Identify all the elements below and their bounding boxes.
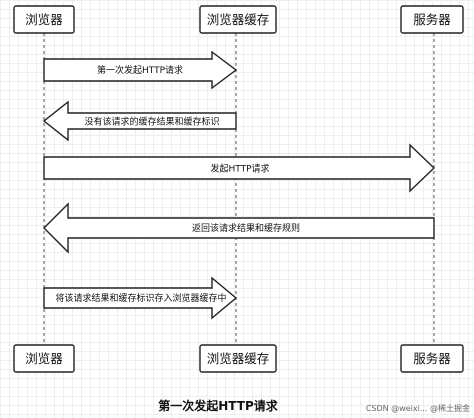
message-2-label: 没有该请求的缓存结果和缓存标识 bbox=[84, 116, 219, 128]
participant-server-bottom-box bbox=[400, 344, 464, 373]
participant-cache-bottom-label: 浏览器缓存 bbox=[207, 351, 270, 366]
participant-browser-top-box bbox=[13, 5, 75, 34]
participant-cache-top-label: 浏览器缓存 bbox=[207, 12, 270, 27]
message-3-label: 发起HTTP请求 bbox=[210, 163, 269, 175]
participant-server-bottom-label: 服务器 bbox=[413, 351, 451, 366]
message-4-arrow bbox=[43, 202, 435, 254]
participant-cache-top-box bbox=[199, 5, 277, 34]
participant-cache-bottom-box bbox=[199, 344, 277, 373]
message-1-arrow bbox=[43, 50, 238, 90]
participant-browser-bottom-box bbox=[13, 344, 75, 373]
message-5-arrow bbox=[43, 276, 238, 320]
message-1-label: 第一次发起HTTP请求 bbox=[97, 64, 183, 76]
participant-browser-top-label: 浏览器 bbox=[25, 12, 63, 27]
diagram-caption: 第一次发起HTTP请求 bbox=[158, 398, 278, 413]
message-5-label: 将该请求结果和缓存标识存入浏览器缓存中 bbox=[55, 292, 226, 304]
message-4-label: 返回该请求结果和缓存规则 bbox=[192, 222, 300, 234]
message-2-arrow bbox=[42, 100, 237, 142]
participant-server-top-box bbox=[400, 5, 464, 34]
message-3-arrow bbox=[43, 143, 436, 193]
watermark-text: CSDN @weixi... @稀土掘金 bbox=[366, 403, 470, 413]
participant-browser-bottom-label: 浏览器 bbox=[25, 351, 63, 366]
participant-server-top-label: 服务器 bbox=[413, 12, 451, 27]
